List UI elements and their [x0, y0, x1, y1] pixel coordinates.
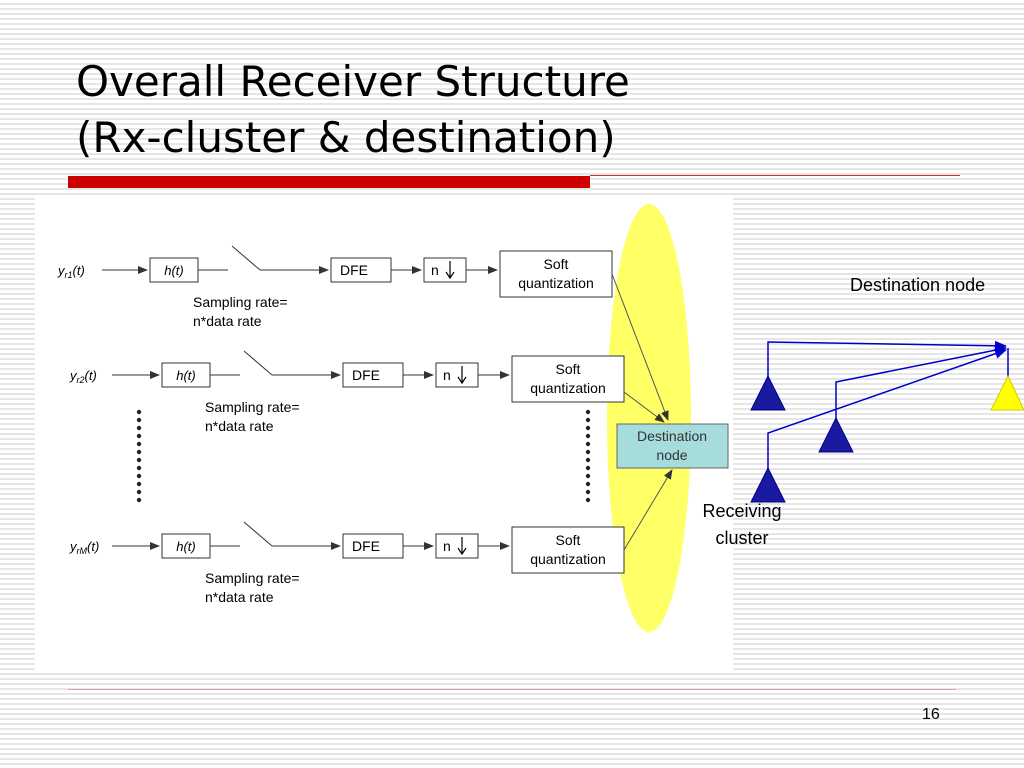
sampling-rate-label-1: Sampling rate=	[205, 399, 300, 415]
sampling-rate-label-2: n*data rate	[205, 418, 274, 434]
dfe-block	[342, 533, 404, 559]
cluster-links	[767, 340, 1009, 470]
link-antenna-2	[835, 345, 1007, 420]
sampling-switch	[243, 521, 273, 547]
slide-title-line-1: Overall Receiver Structure	[76, 57, 630, 106]
destination-node-label: Destination node	[850, 275, 985, 295]
receiving-cluster-label-1: Receiving	[702, 501, 781, 521]
receiver-branch-2: yr2(t) h(t) DFE n Soft quantization Samp…	[69, 350, 625, 434]
sampling-switch	[243, 350, 273, 376]
ellipsis-dots-left	[136, 409, 142, 503]
destination-node-block-label-1: Destination	[637, 428, 707, 444]
downsampler-label: n	[443, 367, 451, 383]
arrow-branch-1-to-destination	[611, 273, 669, 421]
filter-block	[161, 533, 211, 559]
downsampler-block	[435, 362, 479, 388]
destination-node-block-label-2: node	[656, 447, 687, 463]
soft-quantization-label-1: Soft	[556, 361, 581, 377]
soft-quantization-label-2: quantization	[530, 551, 606, 567]
sampling-rate-label-2: n*data rate	[193, 313, 262, 329]
destination-node-block	[616, 423, 729, 469]
sampling-switch	[231, 245, 261, 271]
soft-quantization-label-2: quantization	[518, 275, 594, 291]
filter-label: h(t)	[176, 539, 196, 554]
input-signal-label: yr1(t)	[57, 263, 85, 280]
dfe-block	[342, 362, 404, 388]
input-signal-label: yr2(t)	[69, 368, 97, 385]
soft-quantization-block	[499, 250, 613, 298]
relay-antenna-icon	[818, 416, 854, 453]
page-number: 16	[922, 706, 940, 723]
down-arrow-icon	[445, 261, 455, 280]
receiving-cluster-label-2: cluster	[715, 528, 768, 548]
highlight-ellipse	[607, 204, 691, 632]
link-antenna-1	[767, 340, 1007, 378]
arrow-branch-2-to-destination	[623, 391, 665, 423]
dfe-label: DFE	[340, 262, 368, 278]
footer-divider	[68, 689, 956, 690]
dfe-label: DFE	[352, 538, 380, 554]
soft-quantization-label-2: quantization	[530, 380, 606, 396]
dfe-block	[330, 257, 392, 283]
filter-label: h(t)	[164, 263, 184, 278]
slide-title: Overall Receiver Structure (Rx-cluster &…	[76, 54, 630, 166]
title-underline	[590, 175, 960, 176]
title-accent-bar	[68, 176, 590, 188]
dfe-label: DFE	[352, 367, 380, 383]
destination-antenna-icon	[990, 374, 1024, 411]
soft-quantization-label-1: Soft	[556, 532, 581, 548]
soft-quantization-block	[511, 355, 625, 403]
input-signal-label: yrM(t)	[69, 539, 99, 556]
ellipsis-dots-right	[585, 409, 591, 503]
filter-block	[149, 257, 199, 283]
relay-antenna-icon	[750, 466, 786, 503]
down-arrow-icon	[457, 366, 467, 385]
filter-label: h(t)	[176, 368, 196, 383]
soft-quantization-label-1: Soft	[544, 256, 569, 272]
sampling-rate-label-1: Sampling rate=	[193, 294, 288, 310]
receiver-branch-1: yr1(t) h(t) DFE n Soft quantization Samp…	[57, 245, 613, 329]
downsampler-block	[435, 533, 479, 559]
relay-antenna-icon	[750, 374, 786, 411]
slide-title-line-2: (Rx-cluster & destination)	[76, 113, 616, 162]
sampling-rate-label-2: n*data rate	[205, 589, 274, 605]
receiver-branch-M: yrM(t) h(t) DFE n Soft quantization Samp…	[69, 521, 625, 605]
sampling-rate-label-1: Sampling rate=	[205, 570, 300, 586]
downsampler-block	[423, 257, 467, 283]
downsampler-label: n	[431, 262, 439, 278]
downsampler-label: n	[443, 538, 451, 554]
link-antenna-3	[767, 348, 1007, 470]
soft-quantization-block	[511, 526, 625, 574]
arrow-branch-M-to-destination	[623, 469, 673, 551]
down-arrow-icon	[457, 537, 467, 556]
